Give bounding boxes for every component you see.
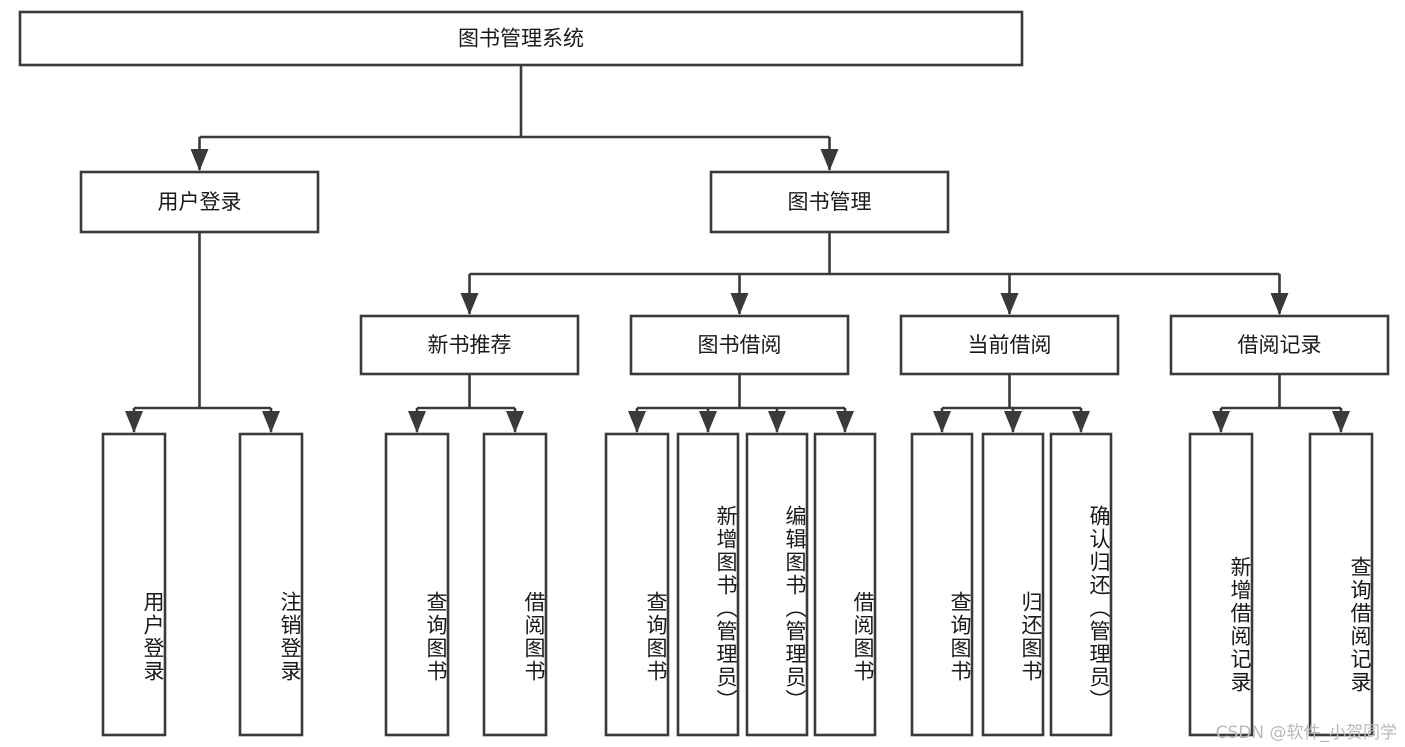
node-label-level3-0: 新书推荐 [428,333,512,357]
arrow-head-icon-leaf-12 [1332,411,1350,433]
node-label-level3-2: 当前借阅 [968,333,1052,357]
arrow-head-icon-leaf-0 [125,411,143,433]
node-box-level2-1[interactable] [709,170,950,234]
node-label-level3-3: 借阅记录 [1238,333,1322,357]
node-box-leaf-0[interactable] [101,432,167,737]
arrow-head-icon-level2-0 [190,149,209,171]
node-box-leaf-12[interactable] [1308,432,1374,737]
arrow-head-icon-leaf-1 [262,411,280,433]
node-label-level2-0: 用户登录 [158,190,242,214]
node-box-leaf-3[interactable] [482,432,548,737]
node-box-leaf-11[interactable] [1188,432,1254,737]
arrow-head-icon-leaf-8 [933,411,951,433]
node-box-leaf-10[interactable] [1049,432,1113,737]
node-box-level3-2[interactable] [899,314,1120,376]
node-box-leaf-1[interactable] [238,432,304,737]
node-box-level3-3[interactable] [1169,314,1390,376]
node-box-leaf-5[interactable] [676,432,740,737]
node-label-root: 图书管理系统 [458,27,584,51]
arrow-head-icon-leaf-7 [836,411,854,433]
node-box-leaf-7[interactable] [813,432,877,737]
node-box-leaf-8[interactable] [910,432,974,737]
arrow-head-icon-leaf-4 [628,411,646,433]
arrow-head-icon-leaf-6 [768,411,786,433]
connector-lines [125,65,1350,433]
arrow-head-icon-leaf-11 [1212,411,1230,433]
node-box-leaf-6[interactable] [745,432,809,737]
node-box-root[interactable] [18,10,1024,67]
arrow-head-icon-level3-0 [460,293,479,315]
watermark: CSDN @软件_小贺同学 [1215,723,1397,743]
node-label-level2-1: 图书管理 [788,190,872,214]
arrow-head-icon-leaf-2 [408,411,426,433]
node-box-level3-0[interactable] [359,314,580,376]
arrow-head-icon-leaf-5 [699,411,717,433]
arrow-head-icon-level2-1 [820,149,839,171]
node-box-level2-0[interactable] [79,170,320,234]
arrow-head-icon-level3-3 [1270,293,1289,315]
node-box-leaf-4[interactable] [604,432,670,737]
arrow-head-icon-level3-2 [1000,293,1019,315]
arrow-head-icon-leaf-9 [1004,411,1022,433]
node-boxes [18,10,1390,737]
node-box-level3-1[interactable] [629,314,850,376]
arrow-head-icon-level3-1 [730,293,749,315]
arrow-head-icon-leaf-3 [506,411,524,433]
arrow-head-icon-leaf-10 [1072,411,1090,433]
node-box-leaf-9[interactable] [981,432,1045,737]
node-box-leaf-2[interactable] [384,432,450,737]
node-label-level3-1: 图书借阅 [698,333,782,357]
